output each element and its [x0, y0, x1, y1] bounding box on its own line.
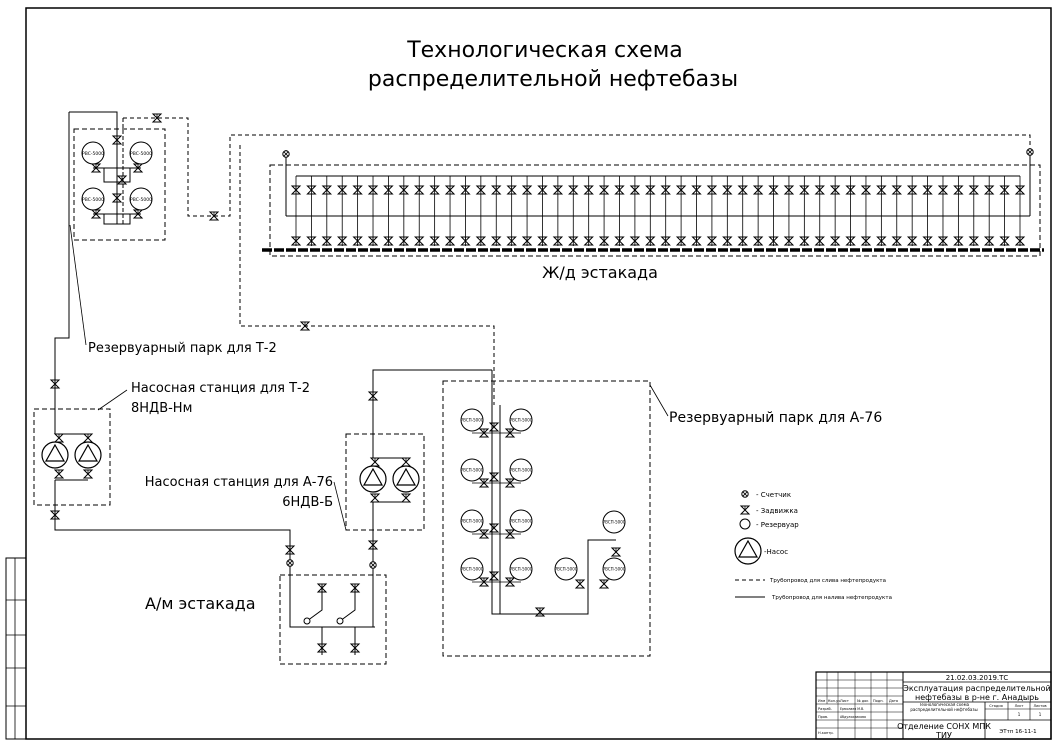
- leader-line: [69, 224, 87, 346]
- tb-project-line2: нефтебазы в р-не г. Анадырь: [915, 693, 1039, 702]
- tank-a76: [509, 509, 533, 533]
- leader-line: [649, 384, 669, 417]
- tb-dev-name: Ермолаев М.В.: [840, 707, 864, 711]
- tank-label: РВСП-5000: [510, 468, 533, 473]
- tank-label: РВС-5000: [130, 197, 152, 203]
- valve-icon: [575, 579, 585, 589]
- tb-col-change: Изм: [818, 699, 825, 703]
- valve-icon: [489, 523, 499, 533]
- diagram-title-line2: распределительной нефтебазы: [368, 67, 738, 92]
- valve-icon: [599, 579, 609, 589]
- tank-icon: [739, 518, 751, 530]
- legend: - Счетчик - Задвижка - Резервуар -Насос …: [734, 490, 892, 601]
- tb-col-stage: Стадия: [989, 704, 1002, 708]
- tb-col-doc: № док: [857, 699, 868, 703]
- tank-park-a76-label: Резервуарный парк для А-76: [669, 410, 882, 426]
- legend-valve-label: - Задвижка: [756, 507, 798, 515]
- pump-station-t2-model: 8НДВ-Нм: [131, 401, 192, 416]
- tank-a76: [602, 557, 626, 581]
- tank-label: РВС-5000: [130, 151, 152, 157]
- tank-label: РВСП-5000: [461, 418, 484, 423]
- truck-rack: [279, 545, 387, 665]
- title-block: Изм Кол.уч Лист № док Подп. Дата Разраб.…: [815, 671, 1052, 740]
- tank-label: РВС-5000: [82, 197, 104, 203]
- tank-label: РВСП-5000: [555, 567, 578, 572]
- truck-rack-label: А/м эстакада: [145, 594, 256, 613]
- legend-dashed-label: Трубопровод для слива нефтепродукта: [769, 578, 886, 584]
- tank-a76: [509, 458, 533, 482]
- tank-a76: [554, 557, 578, 581]
- legend-solid-label: Трубопровод для налива нефтепродукта: [771, 595, 892, 601]
- valve-icon: [489, 472, 499, 482]
- tb-col-sign: Подп.: [873, 699, 884, 703]
- leader-line: [333, 481, 347, 531]
- tank-label: РВС-5000: [82, 151, 104, 157]
- tank-label: РВСП-5000: [461, 468, 484, 473]
- rail-rack-label: Ж/д эстакада: [542, 263, 658, 282]
- side-stamp: [5, 557, 27, 740]
- tb-col-sheetno: Лист: [1015, 704, 1024, 708]
- tb-sheet-no: 1: [1018, 712, 1021, 717]
- valve-icon: [611, 547, 621, 557]
- tank-label: РВСП-5000: [510, 519, 533, 524]
- legend-tank-label: - Резервуар: [756, 521, 799, 529]
- tank-label: РВСП-5000: [603, 567, 626, 572]
- tb-check-name: Абдулхаликова: [840, 715, 866, 719]
- tank-a76: [460, 557, 484, 581]
- tank-label: РВСП-5000: [510, 418, 533, 423]
- tank-a76: [509, 557, 533, 581]
- tb-org-line2: ТИУ: [935, 731, 952, 740]
- valve-icon: [489, 422, 499, 432]
- rail-rack: [262, 164, 1044, 257]
- tb-role-norm: Н.контр.: [818, 731, 834, 735]
- rail-risers: [291, 176, 1025, 246]
- tank-a76: [509, 408, 533, 432]
- tb-role-check: Пров.: [818, 715, 828, 719]
- legend-meter-label: - Счетчик: [756, 491, 791, 499]
- tb-col-qty: Кол.уч: [828, 699, 840, 703]
- tb-col-sheet: Лист: [840, 699, 849, 703]
- tank-a76: [460, 458, 484, 482]
- tank-label: РВСП-5000: [461, 519, 484, 524]
- tank-label: РВСП-5000: [510, 567, 533, 572]
- legend-pump-label: -Насос: [764, 548, 788, 556]
- tb-code: 21.02.03.2019.ТС: [946, 674, 1009, 682]
- tb-col-sheets: Листов: [1033, 704, 1046, 708]
- tb-project-line1: Эксплуатация распределительной: [903, 684, 1050, 693]
- tb-org-line1: Отделение СОНХ МПК: [897, 722, 991, 731]
- tank-a76: [460, 509, 484, 533]
- leader-line: [97, 389, 128, 411]
- pump-station-t2: [33, 379, 291, 545]
- valve-icon: [489, 571, 499, 581]
- tank-a76: [460, 408, 484, 432]
- tank-park-t2-label: Резервуарный парк для Т-2: [88, 341, 277, 356]
- tb-col-date: Дата: [889, 699, 898, 703]
- tank-a76: [602, 510, 626, 534]
- tb-group: ЭТтп 16-11-1: [999, 729, 1036, 735]
- pump-station-a76: [345, 369, 492, 575]
- tb-sheet-title: Технологическая схема распределительной …: [910, 703, 978, 712]
- tank-label: РВСП-5000: [603, 520, 626, 525]
- pump-station-a76-label: Насосная станция для А-76: [145, 475, 333, 490]
- sheet-frame: [25, 7, 1052, 740]
- tank-park-t2: РВС-5000 РВС-5000 РВС-5000 РВС-5000: [73, 118, 166, 241]
- tb-role-dev: Разраб.: [818, 707, 832, 711]
- tb-sheets-total: 1: [1039, 712, 1042, 717]
- diagram-title-line1: Технологическая схема: [406, 38, 683, 63]
- tank-label: РВСП-5000: [461, 567, 484, 572]
- pump-station-t2-label: Насосная станция для Т-2: [131, 381, 310, 396]
- pump-station-a76-model: 6НДВ-Б: [282, 495, 333, 510]
